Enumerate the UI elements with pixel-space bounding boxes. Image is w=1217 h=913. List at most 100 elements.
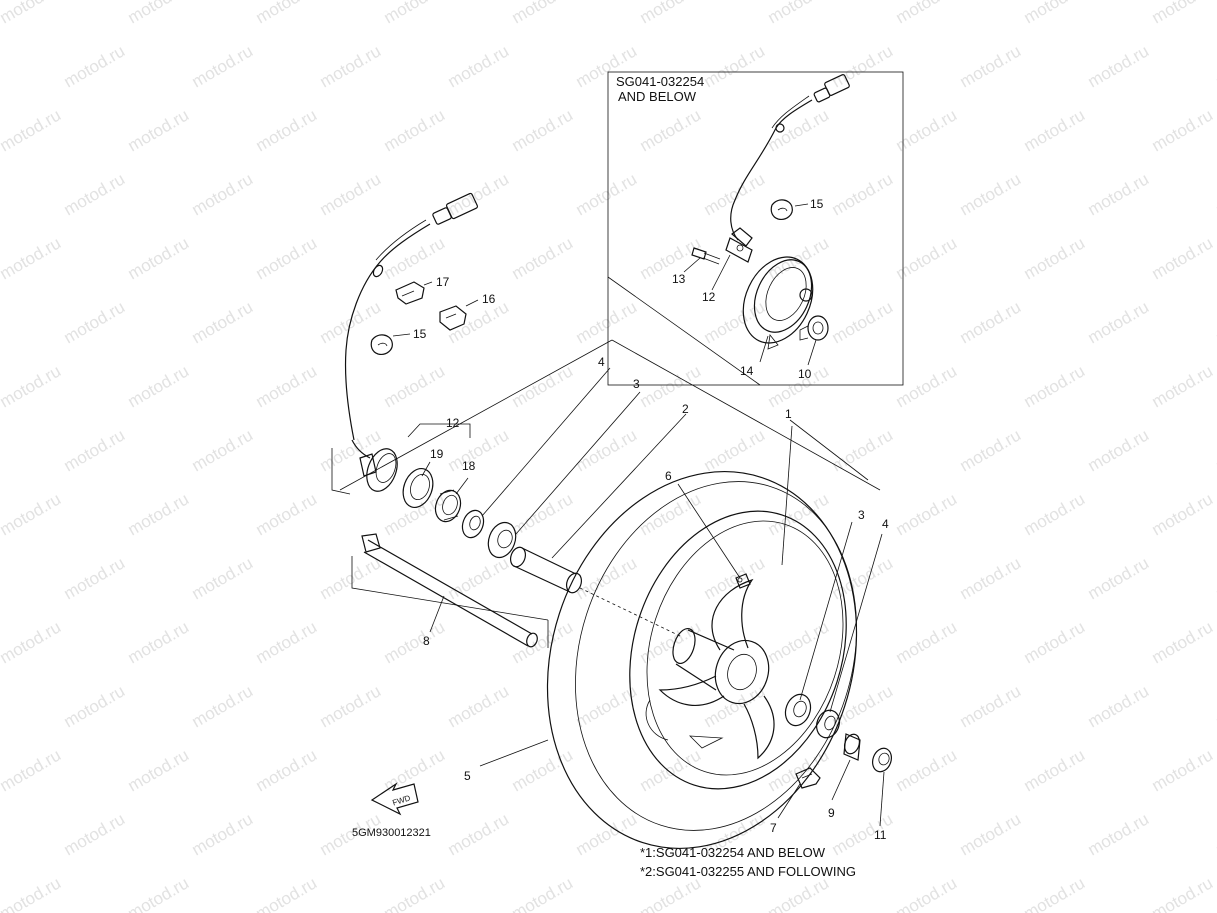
callout-4-right: 4: [882, 517, 889, 531]
watermark-text: motod.ru: [0, 745, 64, 795]
watermark-text: motod.ru: [1085, 297, 1153, 347]
watermark-text: motod.ru: [1085, 169, 1153, 219]
watermark-text: motod.ru: [1213, 809, 1217, 859]
speed-sensor-cable: [344, 192, 479, 459]
inset-title-line2: AND BELOW: [618, 89, 697, 104]
callout-4-left: 4: [598, 355, 605, 369]
callout-18: 18: [462, 459, 476, 473]
watermark-text: motod.ru: [1085, 425, 1153, 475]
note-1: *1:SG041-032254 AND BELOW: [640, 845, 826, 860]
watermark-text: motod.ru: [1021, 361, 1089, 411]
watermark-text: motod.ru: [381, 489, 449, 539]
watermark-text: motod.ru: [125, 105, 193, 155]
watermark-text: motod.ru: [637, 745, 705, 795]
callout-5: 5: [464, 769, 471, 783]
watermark-text: motod.ru: [509, 0, 577, 27]
watermark-text: motod.ru: [1149, 873, 1217, 913]
inset-bolt: [691, 247, 721, 265]
watermark-text: motod.ru: [1213, 553, 1217, 603]
bearing-3-right: [784, 693, 812, 727]
watermark-text: motod.ru: [573, 425, 641, 475]
watermark-text: motod.ru: [701, 41, 769, 91]
watermark-text: motod.ru: [381, 105, 449, 155]
cable-clip-17: [395, 281, 425, 305]
watermark-text: motod.ru: [957, 553, 1025, 603]
watermark-text: motod.ru: [1213, 169, 1217, 219]
watermark-text: motod.ru: [1085, 809, 1153, 859]
watermark-text: motod.ru: [1149, 105, 1217, 155]
callout-12-inset: 12: [702, 290, 716, 304]
watermark-text: motod.ru: [381, 361, 449, 411]
callout-19: 19: [430, 447, 444, 461]
watermark-text: motod.ru: [957, 169, 1025, 219]
watermark-text: motod.ru: [0, 0, 64, 27]
watermark-text: motod.ru: [573, 297, 641, 347]
watermark-text: motod.ru: [61, 681, 129, 731]
callout-15-inset: 15: [810, 197, 824, 211]
watermark-text: motod.ru: [61, 297, 129, 347]
watermark-text: motod.ru: [509, 745, 577, 795]
watermark-text: motod.ru: [1021, 233, 1089, 283]
watermark-text: motod.ru: [701, 681, 769, 731]
watermark-text: motod.ru: [253, 0, 321, 27]
watermark-text: motod.ru: [1149, 233, 1217, 283]
watermark-text: motod.ru: [189, 169, 257, 219]
watermark-text: motod.ru: [765, 873, 833, 913]
inset-clip: [770, 199, 793, 220]
watermark-text: motod.ru: [125, 489, 193, 539]
watermark-text: motod.ru: [253, 233, 321, 283]
watermark-text: motod.ru: [445, 41, 513, 91]
inset-box: SG041-032254 AND BELOW: [607, 71, 904, 386]
watermark-text: motod.ru: [509, 617, 577, 667]
callout-2: 2: [682, 402, 689, 416]
front-wheel: [546, 471, 858, 849]
watermark-text: motod.ru: [829, 297, 897, 347]
watermark-text: motod.ru: [829, 553, 897, 603]
oil-seal-19: [402, 468, 434, 508]
watermark-text: motod.ru: [1085, 41, 1153, 91]
cable-clip-15: [370, 334, 393, 355]
collar-9: [843, 733, 861, 761]
watermark-text: motod.ru: [253, 361, 321, 411]
watermark-text: motod.ru: [0, 233, 64, 283]
watermark-text: motod.ru: [573, 809, 641, 859]
watermark-text: motod.ru: [1149, 361, 1217, 411]
watermark-text: motod.ru: [125, 233, 193, 283]
watermark-text: motod.ru: [445, 681, 513, 731]
watermark-text: motod.ru: [637, 105, 705, 155]
watermark-text: motod.ru: [381, 0, 449, 27]
watermark-text: motod.ru: [0, 873, 64, 913]
callout-3-right: 3: [858, 508, 865, 522]
watermark-text: motod.ru: [189, 297, 257, 347]
watermark-text: motod.ru: [957, 297, 1025, 347]
watermark-text: motod.ru: [0, 361, 64, 411]
callout-9: 9: [828, 806, 835, 820]
watermark-text: motod.ru: [317, 41, 385, 91]
watermark-text: motod.ru: [253, 617, 321, 667]
watermark-text: motod.ru: [1085, 681, 1153, 731]
watermark-text: motod.ru: [445, 809, 513, 859]
hose-clip-7: [795, 767, 821, 789]
watermark-text: motod.ru: [1085, 553, 1153, 603]
watermark-text: motod.ru: [1021, 873, 1089, 913]
watermark-text: motod.ru: [0, 105, 64, 155]
watermark-text: motod.ru: [381, 873, 449, 913]
watermark-text: motod.ru: [125, 745, 193, 795]
watermark-text: motod.ru: [317, 169, 385, 219]
watermark-text: motod.ru: [125, 617, 193, 667]
watermark-text: motod.ru: [509, 233, 577, 283]
watermark-text: motod.ru: [509, 361, 577, 411]
watermark-text: motod.ru: [573, 553, 641, 603]
watermark-text: motod.ru: [1213, 41, 1217, 91]
watermark-text: motod.ru: [1021, 617, 1089, 667]
watermark-text: motod.ru: [253, 105, 321, 155]
watermark-text: motod.ru: [701, 553, 769, 603]
watermark-text: motod.ru: [893, 745, 961, 795]
watermark-text: motod.ru: [1149, 745, 1217, 795]
speed-sensor-housing: [359, 448, 398, 492]
callout-3-left: 3: [633, 377, 640, 391]
watermark-text: motod.ru: [1021, 489, 1089, 539]
watermark-text: motod.ru: [445, 553, 513, 603]
callout-12: 12: [446, 416, 460, 430]
watermark-text: motod.ru: [317, 553, 385, 603]
